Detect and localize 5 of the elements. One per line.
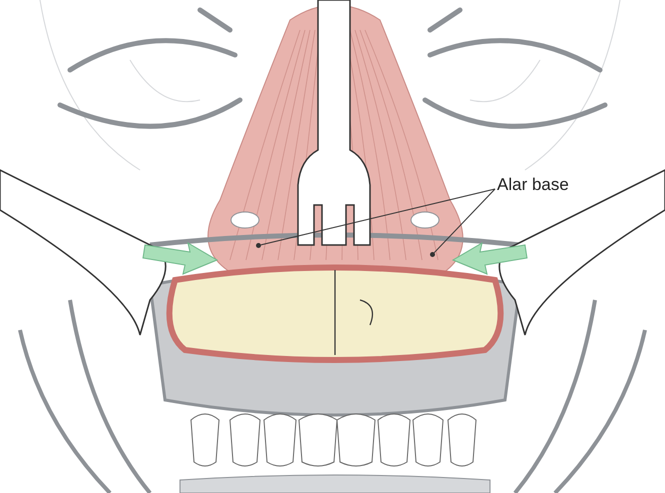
anatomy-point <box>430 252 435 257</box>
anatomy-point <box>256 243 261 248</box>
leader-line <box>434 188 496 254</box>
leader-line <box>260 188 496 246</box>
callout-label: Alar base <box>497 175 569 195</box>
